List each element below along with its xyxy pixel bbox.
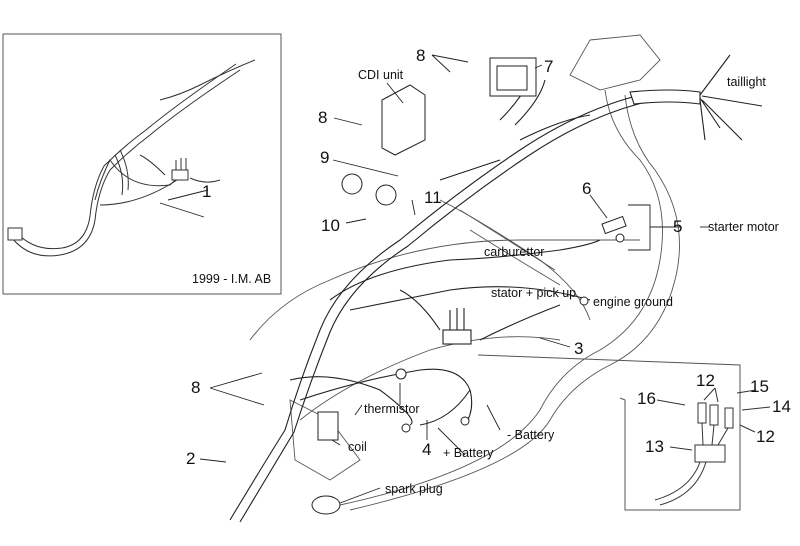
- label-thermistor: thermistor: [364, 402, 420, 416]
- label-plus-battery: + Battery: [443, 446, 494, 460]
- label-carburettor: carburettor: [484, 245, 545, 259]
- label-minus-battery: - Battery: [507, 428, 555, 442]
- callout-8-bottom: 8: [191, 378, 201, 397]
- callout-16: 16: [637, 389, 656, 408]
- components-drawing: [311, 57, 627, 515]
- label-starter-motor: starter motor: [708, 220, 779, 234]
- callout-14: 14: [772, 397, 791, 416]
- callout-10: 10: [321, 216, 340, 235]
- leader-lines: [159, 54, 710, 504]
- label-cdi-unit: CDI unit: [358, 68, 404, 82]
- frame-drawing: [249, 34, 680, 511]
- label-coil: coil: [348, 440, 367, 454]
- label-taillight: taillight: [727, 75, 766, 89]
- callout-8-cdi: 8: [318, 108, 328, 127]
- callout-3: 3: [574, 339, 584, 358]
- label-engine-ground: engine ground: [593, 295, 673, 309]
- inset-caption: 1999 - I.M. AB: [192, 272, 272, 286]
- callout-7: 7: [544, 57, 554, 76]
- callout-13: 13: [645, 437, 664, 456]
- callout-15: 15: [750, 377, 769, 396]
- inset-harness-drawing: [7, 59, 256, 257]
- callout-6: 6: [582, 179, 592, 198]
- callout-1: 1: [202, 182, 212, 201]
- callout-4: 4: [422, 440, 432, 459]
- main-harness-drawing: [229, 54, 763, 523]
- callout-5: 5: [673, 217, 683, 236]
- inset-fuse-drawing: [477, 354, 771, 511]
- callout-12-right: 12: [756, 427, 775, 446]
- inset-harness-frame: [2, 33, 282, 295]
- label-stator-pickup: stator + pick up: [491, 286, 577, 300]
- callout-11: 11: [424, 188, 442, 207]
- callout-12-top: 12: [696, 371, 715, 390]
- callout-8-top: 8: [416, 46, 426, 65]
- callout-9: 9: [320, 148, 330, 167]
- label-spark-plug: spark plug: [385, 482, 443, 496]
- callout-2: 2: [186, 449, 196, 468]
